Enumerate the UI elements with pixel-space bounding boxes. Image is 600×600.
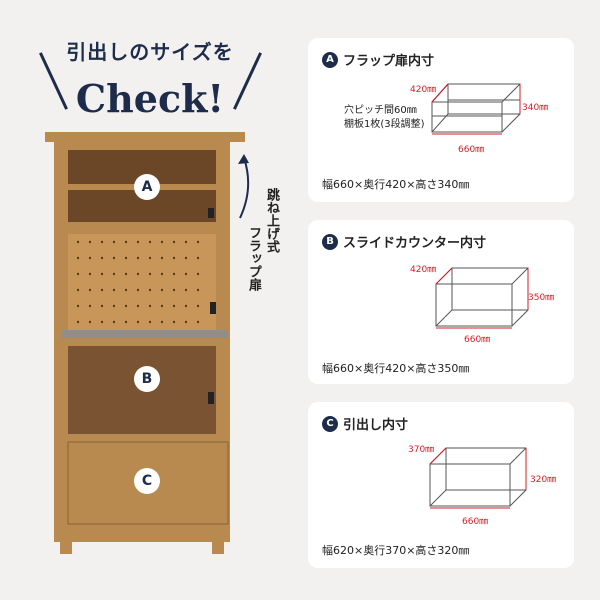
- card-a-size: 幅660×奥行420×高さ340㎜: [322, 178, 470, 191]
- card-a: A フラップ扉内寸 420㎜ 340㎜ 660㎜ 穴ピッチ間60㎜ 棚板1枚(3…: [308, 38, 574, 202]
- cabinet-illustration: [45, 132, 245, 554]
- card-a-depth: 420㎜: [410, 85, 437, 95]
- card-c-width: 660㎜: [462, 517, 489, 527]
- label-c: C: [134, 468, 160, 494]
- label-b: B: [134, 366, 160, 392]
- card-a-note-shelf: 棚板1枚(3段調整): [344, 119, 425, 130]
- flap-label-1: 跳ね上げ式: [264, 188, 279, 253]
- card-b-width: 660㎜: [464, 335, 491, 345]
- card-b-box-diagram: [435, 267, 529, 329]
- slide-counter: [62, 330, 228, 338]
- card-b-size: 幅660×奥行420×高さ350㎜: [322, 362, 470, 375]
- flap-lid: [45, 132, 245, 142]
- flap-arrow-icon: [238, 154, 250, 219]
- card-a-note-pitch: 穴ピッチ間60㎜: [344, 105, 417, 116]
- card-a-title-text: フラップ扉内寸: [343, 54, 435, 69]
- card-c-height: 320㎜: [530, 475, 557, 485]
- card-c-depth: 370㎜: [408, 445, 435, 455]
- card-b: B スライドカウンター内寸 420㎜ 350㎜ 660㎜ 幅660×奥行420×…: [308, 220, 574, 384]
- card-b-height: 350㎜: [528, 293, 555, 303]
- card-a-height: 340㎜: [522, 103, 549, 113]
- card-c-title: C 引出し内寸: [322, 414, 408, 433]
- heading-subtitle: 引出しのサイズを: [66, 40, 234, 64]
- card-a-width: 660㎜: [458, 145, 485, 155]
- flap-label-2: フラップ扉: [246, 226, 261, 291]
- card-c-size: 幅620×奥行370×高さ320㎜: [322, 544, 470, 557]
- card-a-badge: A: [322, 51, 338, 68]
- card-a-title: A フラップ扉内寸: [322, 50, 434, 69]
- pegboard: [68, 234, 216, 330]
- card-b-depth: 420㎜: [410, 265, 437, 275]
- card-b-badge: B: [322, 233, 338, 250]
- card-c-badge: C: [322, 415, 338, 432]
- pegboard-holes: [76, 240, 200, 324]
- label-a: A: [134, 174, 160, 200]
- card-b-title: B スライドカウンター内寸: [322, 232, 486, 251]
- card-c: C 引出し内寸 370㎜ 320㎜ 660㎜ 幅620×奥行370×高さ320㎜: [308, 402, 574, 568]
- card-c-box-diagram: [429, 447, 527, 509]
- card-a-box-diagram: [431, 83, 521, 135]
- heading-title: Check!: [75, 76, 225, 121]
- card-c-title-text: 引出し内寸: [343, 418, 409, 433]
- card-b-title-text: スライドカウンター内寸: [343, 236, 487, 251]
